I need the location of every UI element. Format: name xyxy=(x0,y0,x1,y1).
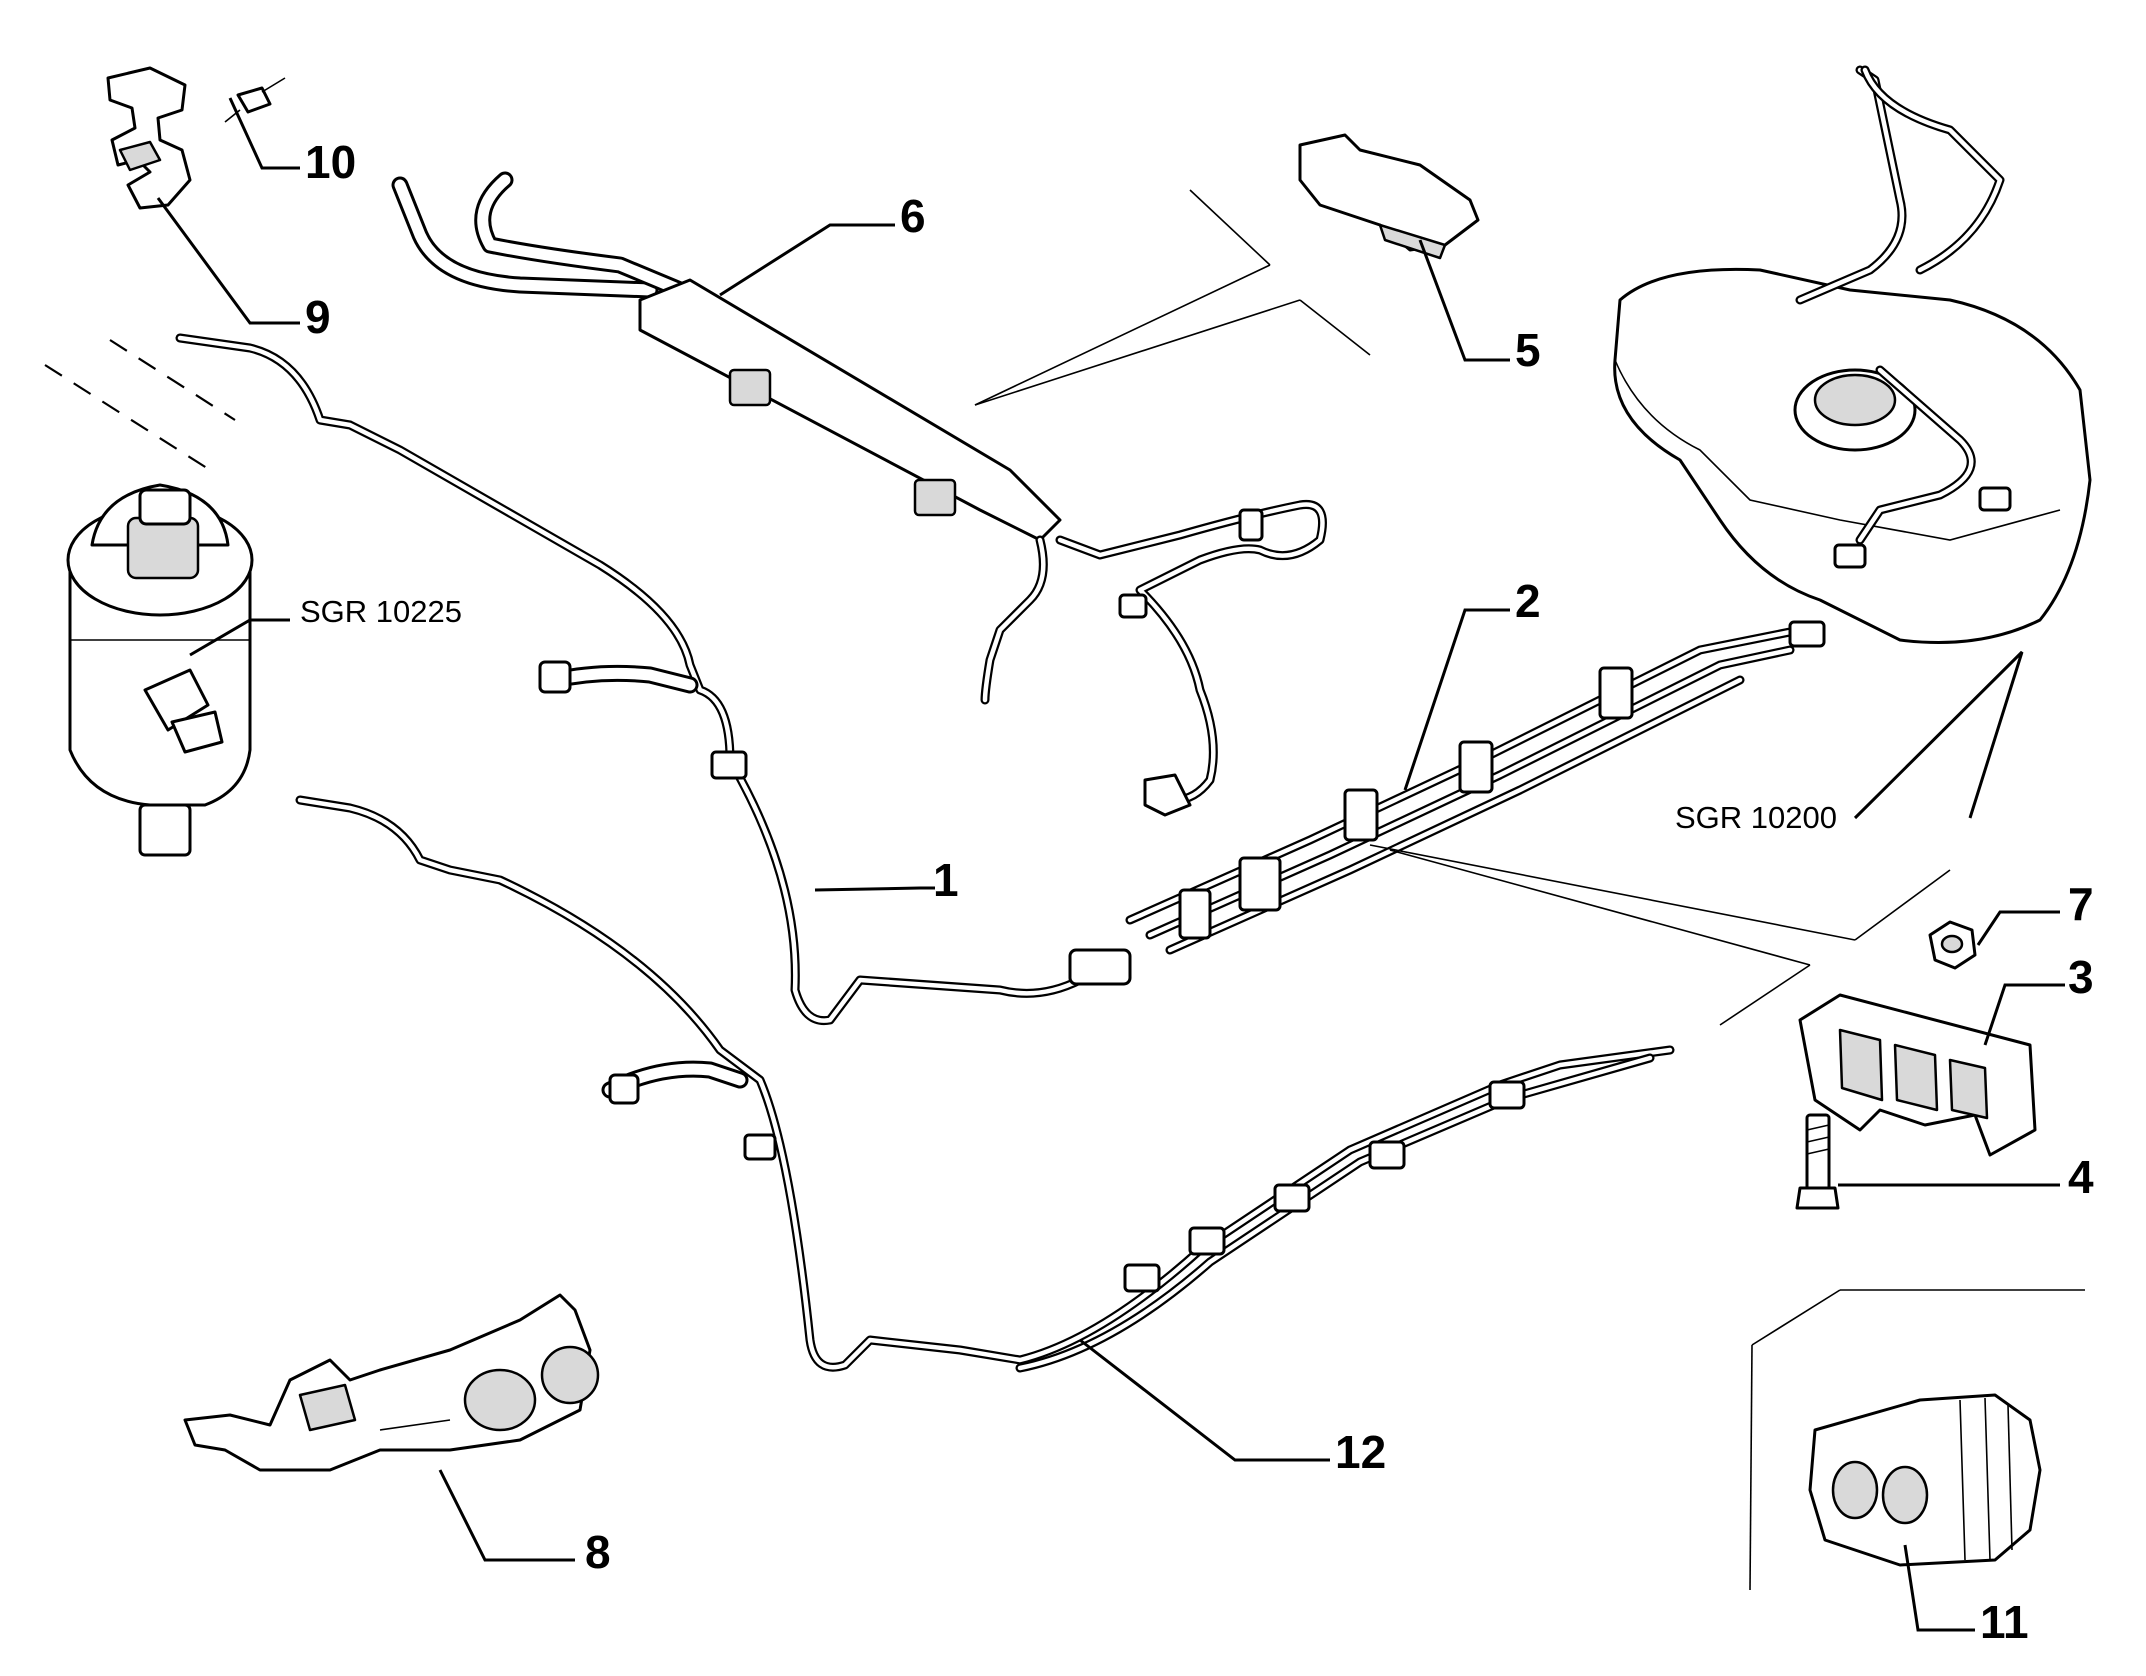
part-2-triple-pipe xyxy=(1125,620,1826,955)
part-number-labels: 10 9 6 5 1 2 7 3 4 8 12 11 xyxy=(305,136,2094,1648)
part-3-pipe-clip xyxy=(1798,993,2037,1157)
part-4-bolt xyxy=(1795,1113,1840,1210)
label-part-2: 2 xyxy=(1515,575,1541,627)
fuel-tank-assembly xyxy=(1613,65,2092,644)
guide-dashed-line-2 xyxy=(109,339,236,421)
label-part-6: 6 xyxy=(900,190,926,242)
label-part-3: 3 xyxy=(2068,951,2094,1003)
part-5-bracket xyxy=(1298,133,1480,260)
ref-filter-group: SGR 10225 xyxy=(300,594,462,629)
leader-lines xyxy=(156,97,2065,1632)
label-part-7: 7 xyxy=(2068,878,2094,930)
part-11-grommet xyxy=(1808,1393,2042,1567)
part-7-nut xyxy=(1928,920,1977,970)
label-part-11: 11 xyxy=(1980,1596,2029,1648)
label-part-9: 9 xyxy=(305,291,331,343)
reference-labels: SGR 10225 SGR 10200 xyxy=(300,594,1837,835)
part-12-fuel-pipe xyxy=(295,795,1675,1373)
fuel-filter-assembly xyxy=(66,483,254,857)
label-part-5: 5 xyxy=(1515,324,1541,376)
part-10-screw xyxy=(224,77,286,123)
label-part-12: 12 xyxy=(1335,1426,1386,1478)
label-part-10: 10 xyxy=(305,136,356,188)
guide-dashed-line-1 xyxy=(44,364,211,471)
ref-tank-group: SGR 10200 xyxy=(1675,800,1837,835)
part-6-hose-assembly xyxy=(391,171,1327,817)
label-part-8: 8 xyxy=(585,1526,611,1578)
part-1-fuel-pipe xyxy=(175,333,1132,1026)
group-lines xyxy=(974,189,2085,1591)
part-8-pipe-bracket xyxy=(183,1293,600,1472)
label-part-1: 1 xyxy=(933,854,959,906)
label-part-4: 4 xyxy=(2068,1151,2094,1203)
part-9-clip-bracket xyxy=(106,66,192,210)
